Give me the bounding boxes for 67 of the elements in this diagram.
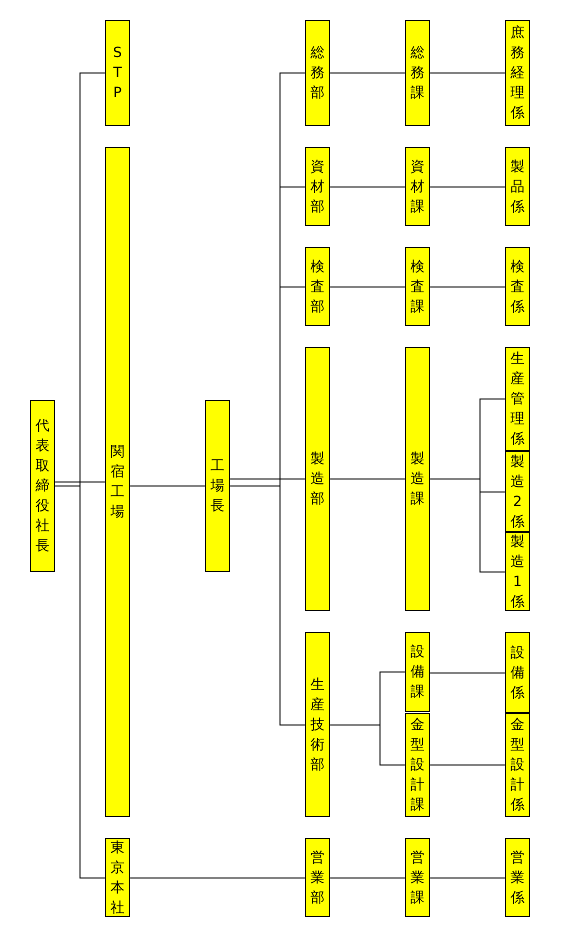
connector-line [330,186,406,188]
unit-name: 営業課 [410,848,426,908]
org-box [505,20,530,126]
org-box [30,400,55,572]
unit-name: 検査課 [410,258,426,316]
org-box [405,147,430,226]
unit-name: 金型設計課 [410,716,426,815]
unit-name: 金型設計係 [510,716,526,815]
org-box [305,147,330,226]
unit-name: 総務課 [410,44,426,103]
unit-name: 東京本社 [110,838,126,918]
org-box [105,838,130,917]
org-box [105,20,130,126]
org-box [405,632,430,712]
org-box [505,347,530,451]
unit-name: 設備課 [410,643,426,702]
org-box [505,532,530,611]
org-box [105,147,130,817]
unit-name: 総務部 [310,44,326,103]
unit-name: 生産技術部 [310,676,326,774]
unit-name: 製造部 [310,450,326,509]
connector-line [430,672,506,674]
org-box [205,400,230,572]
connector-line [330,72,406,74]
org-box [505,451,530,532]
unit-name: 設備係 [510,644,526,702]
org-box [505,247,530,326]
connector-line [330,478,406,480]
org-box [505,147,530,226]
unit-name: 生産管理係 [510,350,526,449]
unit-name: 製造1係 [510,532,526,612]
unit-name: 資材部 [310,158,326,216]
org-box [305,247,330,326]
unit-name: 製造課 [410,450,426,509]
unit-name: 営業部 [310,848,326,908]
unit-name: 代表取締役社長 [34,417,50,556]
org-box [305,632,330,817]
unit-name: 営業係 [510,848,526,908]
unit-name: 資材課 [410,158,426,216]
org-box [505,713,530,817]
org-box [405,247,430,326]
connector-line [330,286,406,288]
connector-line [430,186,506,188]
unit-name: 製品係 [510,158,526,216]
connector-line [330,724,406,766]
org-box [305,347,330,611]
unit-name: 関宿工場 [110,443,126,522]
connector-line [430,764,506,766]
connector-line [230,486,306,726]
org-box [405,838,430,917]
org-box [305,20,330,126]
org-box [505,632,530,713]
unit-name: 庶務経理係 [510,24,526,123]
connector-line [230,478,306,480]
unit-name: STP [112,44,123,103]
connector-line [430,478,506,572]
unit-name: 検査係 [510,258,526,316]
connector-line [430,286,506,288]
connector-line [430,72,506,74]
org-box [405,20,430,126]
unit-name: 製造2係 [510,452,526,532]
unit-name: 検査部 [310,258,326,316]
org-box [405,347,430,611]
unit-name: 工場長 [210,457,226,516]
org-box [505,838,530,917]
org-box [405,713,430,817]
org-box [305,838,330,917]
